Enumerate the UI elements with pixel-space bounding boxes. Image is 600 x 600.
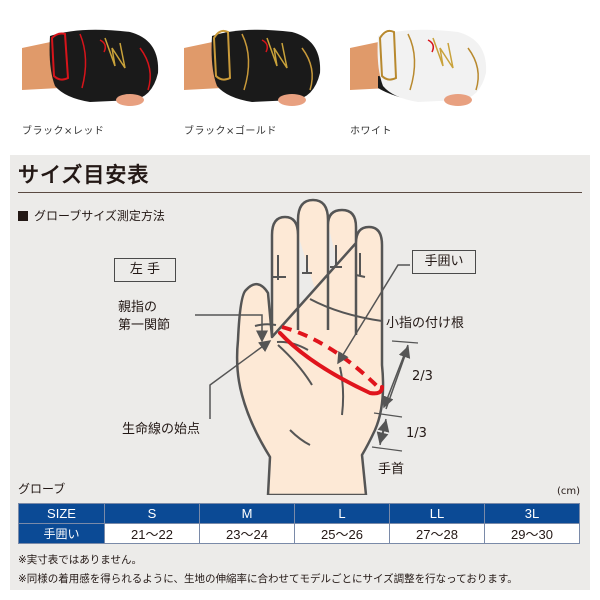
value-l: 25～26	[294, 523, 390, 544]
section-title: サイズ目安表	[18, 163, 150, 187]
size-guide-panel: サイズ目安表 グローブサイズ測定方法	[10, 155, 590, 590]
method-heading-text: グローブサイズ測定方法	[34, 209, 165, 223]
value-m: 23～24	[199, 523, 295, 544]
hand-measurement-diagram	[195, 198, 419, 495]
product-white[interactable]: ホワイト	[328, 0, 498, 145]
product-variants: ブラック×レッド ブラック×ゴールド ホワイト	[0, 0, 600, 150]
size-l: L	[294, 503, 390, 524]
note-size-adjustment: ※同様の着用感を得られるように、生地の伸縮率に合わせてモデルごとにサイズ調整を行…	[18, 573, 518, 585]
size-header-row: SIZE S M L LL 3L	[18, 503, 580, 524]
product-label: ブラック×ゴールド	[184, 126, 277, 137]
thumb-joint-label-line2: 第一関節	[118, 318, 171, 333]
size-header-label: SIZE	[18, 503, 105, 524]
thumb-joint-label-line1: 親指の	[118, 300, 158, 315]
value-ll: 27～28	[389, 523, 485, 544]
size-m: M	[199, 503, 295, 524]
product-label: ブラック×レッド	[22, 126, 105, 137]
wrist-label: 手首	[378, 462, 405, 477]
glove-black-red-image	[22, 29, 159, 106]
circumference-row-label: 手囲い	[18, 523, 105, 544]
measurement-method-heading: グローブサイズ測定方法	[18, 207, 165, 224]
hand-circumference-line	[278, 331, 384, 396]
size-table: SIZE S M L LL 3L 手囲い 21～22 23～24 25～26 2…	[18, 503, 580, 544]
ratio-two-thirds: 2/3	[412, 369, 433, 384]
ratio-one-third: 1/3	[406, 426, 427, 441]
value-s: 21～22	[104, 523, 200, 544]
glove-table-heading: グローブ	[18, 482, 66, 496]
product-black-gold[interactable]: ブラック×ゴールド	[162, 0, 332, 145]
lifeline-start-label: 生命線の始点	[122, 422, 201, 437]
unit-label: (cm)	[556, 486, 580, 497]
glove-white-image	[350, 29, 487, 106]
glove-black-gold-image	[184, 29, 321, 106]
product-label: ホワイト	[350, 126, 392, 137]
pinky-base-label: 小指の付け根	[386, 316, 465, 331]
product-black-red[interactable]: ブラック×レッド	[0, 0, 170, 145]
note-not-actual-size: ※実寸表ではありません。	[18, 554, 142, 566]
size-s: S	[104, 503, 200, 524]
value-3l: 29～30	[484, 523, 580, 544]
circumference-row: 手囲い 21～22 23～24 25～26 27～28 29～30	[18, 523, 580, 544]
size-3l: 3L	[484, 503, 580, 524]
left-hand-label: 左 手	[114, 258, 176, 282]
square-bullet-icon	[18, 211, 28, 221]
hand-circumference-label: 手囲い	[412, 250, 476, 274]
size-ll: LL	[389, 503, 485, 524]
hand-outline	[235, 198, 385, 495]
title-divider	[18, 192, 582, 193]
